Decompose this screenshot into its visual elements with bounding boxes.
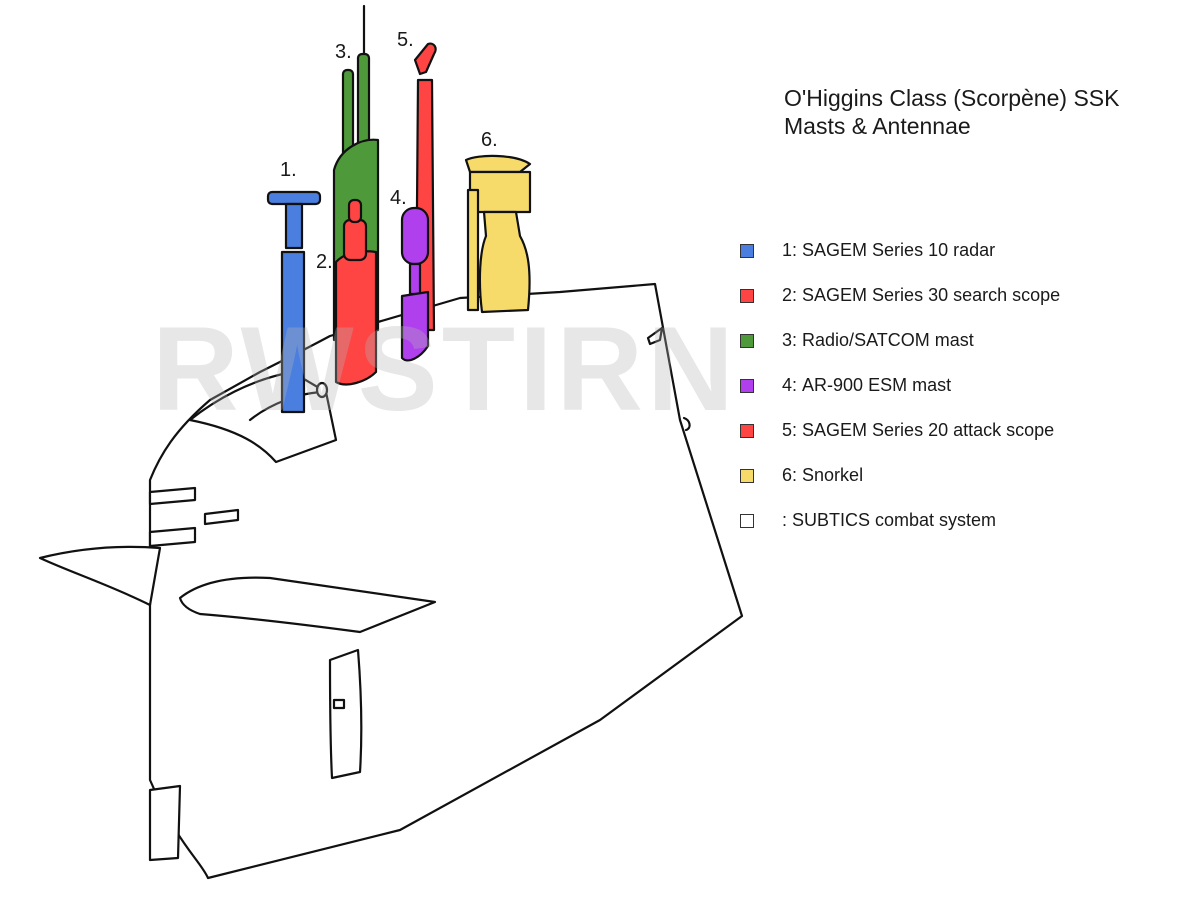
legend-item-combat-system: : SUBTICS combat system bbox=[740, 498, 1180, 543]
legend-label: Radio/SATCOM mast bbox=[802, 330, 974, 350]
label-mast-4: 4. bbox=[390, 187, 407, 209]
legend-label: SAGEM Series 10 radar bbox=[802, 240, 996, 260]
legend-key: 2: bbox=[782, 285, 798, 305]
legend-label: SAGEM Series 20 attack scope bbox=[802, 420, 1055, 440]
legend-key: 6: bbox=[782, 465, 798, 485]
mast-esm bbox=[400, 206, 430, 362]
legend-key: 1: bbox=[782, 240, 798, 260]
label-mast-1: 1. bbox=[280, 159, 297, 181]
legend-swatch bbox=[740, 378, 754, 393]
legend-label: AR-900 ESM mast bbox=[802, 375, 952, 395]
label-mast-5: 5. bbox=[397, 29, 414, 51]
legend-item-snorkel: 6: Snorkel bbox=[740, 453, 1180, 498]
legend-swatch bbox=[740, 513, 754, 528]
legend-label: SAGEM Series 30 search scope bbox=[802, 285, 1061, 305]
label-mast-3: 3. bbox=[335, 41, 352, 63]
legend-swatch bbox=[740, 333, 754, 348]
legend-item-attack-scope: 5: SAGEM Series 20 attack scope bbox=[740, 408, 1180, 453]
label-mast-2: 2. bbox=[316, 251, 333, 273]
diagram-title: O'Higgins Class (Scorpène) SSK Masts & A… bbox=[784, 84, 1119, 140]
legend-label: Snorkel bbox=[802, 465, 864, 485]
mast-snorkel bbox=[464, 154, 532, 314]
legend-label: : SUBTICS combat system bbox=[782, 510, 997, 530]
watermark: RWSTIRN bbox=[152, 302, 738, 436]
mast-radar bbox=[266, 190, 322, 414]
legend: 1: SAGEM Series 10 radar 2: SAGEM Series… bbox=[740, 228, 1180, 543]
legend-item-esm: 4: AR-900 ESM mast bbox=[740, 363, 1180, 408]
legend-item-radio-satcom: 3: Radio/SATCOM mast bbox=[740, 318, 1180, 363]
legend-swatch bbox=[740, 243, 754, 258]
legend-item-search-scope: 2: SAGEM Series 30 search scope bbox=[740, 273, 1180, 318]
mast-search-scope bbox=[334, 198, 378, 386]
legend-key: 4: bbox=[782, 375, 798, 395]
legend-swatch bbox=[740, 288, 754, 303]
legend-key: 5: bbox=[782, 420, 798, 440]
label-mast-6: 6. bbox=[481, 129, 498, 151]
title-line-2: Masts & Antennae bbox=[784, 113, 971, 139]
title-line-1: O'Higgins Class (Scorpène) SSK bbox=[784, 85, 1120, 111]
sail-hull bbox=[38, 282, 744, 880]
legend-swatch bbox=[740, 423, 754, 438]
legend-key: 3: bbox=[782, 330, 798, 350]
legend-swatch bbox=[740, 468, 754, 483]
legend-item-radar: 1: SAGEM Series 10 radar bbox=[740, 228, 1180, 273]
